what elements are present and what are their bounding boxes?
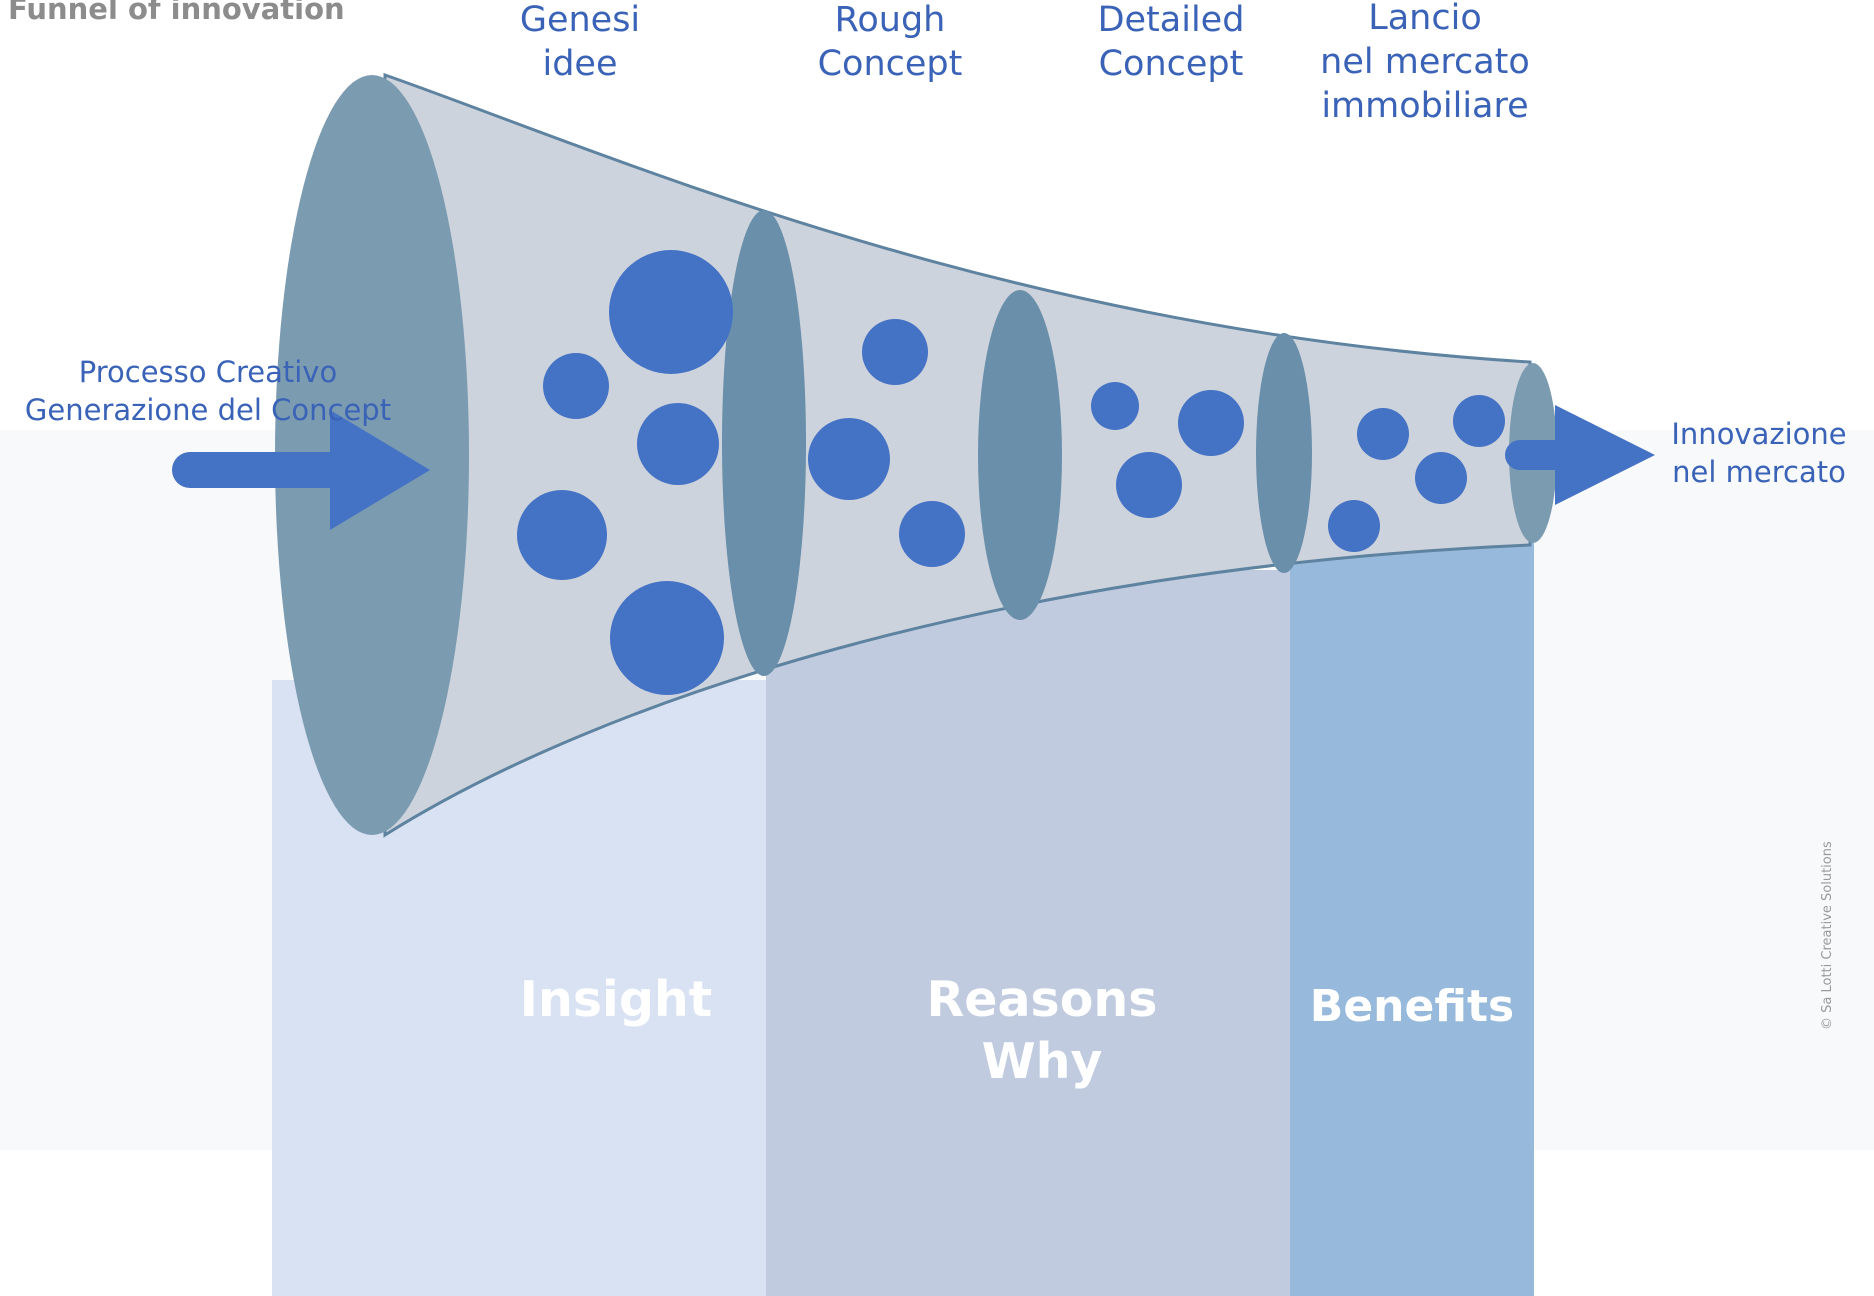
idea-bubble bbox=[609, 250, 733, 374]
output-label: Innovazione nel mercato bbox=[1671, 417, 1847, 489]
idea-bubble bbox=[517, 490, 607, 580]
idea-bubble bbox=[637, 403, 719, 485]
idea-bubble bbox=[1116, 452, 1182, 518]
idea-bubble bbox=[862, 319, 928, 385]
stage-label-detailed: Detailed Concept bbox=[1097, 0, 1245, 84]
stage-label-genesi: Genesi idee bbox=[519, 0, 641, 84]
column-benefits bbox=[1290, 540, 1534, 1296]
idea-bubble bbox=[1453, 395, 1505, 447]
ring-3 bbox=[1256, 333, 1312, 573]
stage-label-rough: Rough Concept bbox=[817, 0, 963, 84]
column-reasons-why bbox=[766, 570, 1290, 1296]
idea-bubble bbox=[1178, 390, 1244, 456]
idea-bubble bbox=[543, 353, 609, 419]
idea-bubble bbox=[1091, 382, 1139, 430]
ring-1 bbox=[722, 210, 806, 676]
idea-bubble bbox=[899, 501, 965, 567]
output-arrow bbox=[1505, 405, 1655, 505]
input-label: Processo Creativo Generazione del Concep… bbox=[24, 355, 392, 427]
idea-bubble bbox=[1357, 408, 1409, 460]
column-label-reasons-why: Reasons Why bbox=[926, 971, 1158, 1090]
stage-label-lancio: Lancio nel mercato immobiliare bbox=[1320, 0, 1530, 126]
figure-title: Funnel of innovation bbox=[8, 0, 345, 26]
column-label-benefits: Benefits bbox=[1309, 981, 1515, 1032]
idea-bubble bbox=[610, 581, 724, 695]
input-arrow bbox=[172, 410, 430, 530]
idea-bubble bbox=[1328, 500, 1380, 552]
idea-bubble bbox=[1415, 452, 1467, 504]
idea-bubble bbox=[808, 418, 890, 500]
copyright-notice: © Sa Lotti Creative Solutions bbox=[1820, 841, 1835, 1030]
column-label-insight: Insight bbox=[519, 971, 713, 1028]
ring-2 bbox=[978, 290, 1062, 620]
